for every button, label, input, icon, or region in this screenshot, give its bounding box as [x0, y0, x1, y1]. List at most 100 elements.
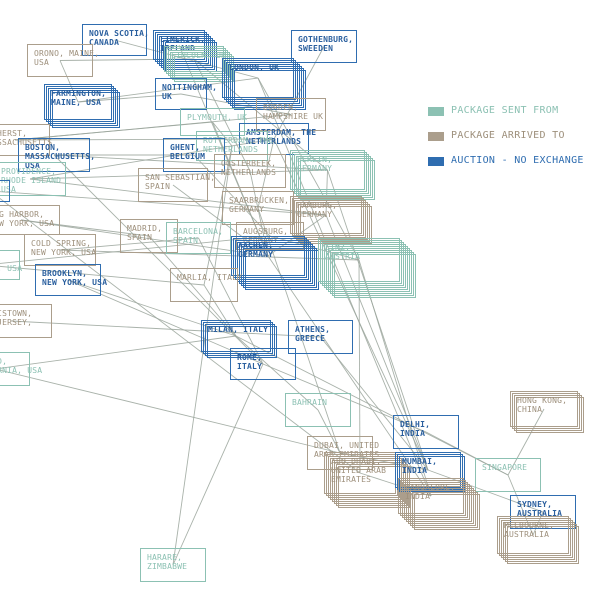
- location-label: AMSTERDAM, THE NETHERLANDS: [246, 128, 317, 146]
- location-box-stack: [296, 202, 368, 240]
- location-box-stack: [332, 460, 404, 502]
- location-label: PROVIDENCE, RHODE ISLAND USA: [1, 167, 62, 194]
- location-box-orono: ORONO, MAINE, USA: [27, 44, 99, 77]
- location-box-lincoln: LINCOLN, UK: [164, 46, 234, 82]
- location-box-stack: [294, 200, 366, 238]
- location-box-stack: [205, 324, 275, 356]
- location-label: BAHRAIN: [292, 398, 328, 407]
- connection-line: [29, 178, 327, 216]
- location-box-melbourne: MELBOURNE, AUSTRALIA: [497, 516, 579, 564]
- location-label: GHENT, BELGIUM: [170, 143, 206, 161]
- connection-line: [59, 249, 360, 261]
- location-box-stack: [298, 204, 370, 242]
- location-label: SINGAPORE: [482, 463, 528, 472]
- location-label: HAMBURG, GERMANY: [297, 201, 338, 219]
- connection-line: [507, 474, 534, 536]
- location-box-stack: [292, 152, 367, 192]
- location-label: MUMBAI, INDIA: [402, 457, 438, 475]
- location-box-oosterbeek: OOSTERBEEK, NETHERLANDS: [214, 154, 286, 188]
- location-box-madrid: MADRID, SPAIN: [120, 219, 178, 253]
- location-box-stack: [52, 92, 120, 128]
- connection-line: [14, 138, 275, 141]
- connection-line: [0, 235, 271, 264]
- location-label: MORRISTOWN, NEW JERSEY, USA: [0, 309, 33, 327]
- location-box-amherst: AMHERST, MASSACHUSETTS: [0, 124, 52, 156]
- connection-line: [325, 169, 328, 216]
- location-box-stack: [228, 64, 300, 104]
- connection-line: [29, 138, 275, 180]
- connection-line: [273, 138, 429, 471]
- connection-line: [507, 408, 545, 476]
- location-label: DELHI, INDIA: [400, 420, 431, 438]
- location-box-singapore: SINGAPORE: [475, 458, 541, 492]
- connection-line: [212, 121, 233, 147]
- location-box-stack: [292, 198, 364, 236]
- location-label: BROOKLYN, NEW YORK, USA: [42, 269, 108, 287]
- location-box-bahrain: BAHRAIN: [285, 393, 351, 427]
- location-box-cold-spring: COLD SPRING, NEW YORK, USA: [24, 234, 96, 266]
- location-box-nova-scotia: NOVA SCOTIA, CANADA: [82, 24, 150, 56]
- location-label: ABU DHABI, UNITED ARAB EMIRATES: [331, 457, 387, 484]
- location-box-marlia: MARLIA, ITALY: [170, 268, 242, 302]
- location-label: ROME, ITALY: [237, 353, 263, 371]
- connection-line: [180, 93, 292, 115]
- location-box-stack: [512, 393, 580, 429]
- location-box-stack: [499, 518, 571, 556]
- connection-line: [203, 145, 233, 286]
- connection-line: [0, 265, 205, 286]
- location-box-stack: [298, 158, 373, 198]
- location-box-farmington: FARMINGTON, MAINE, USA: [44, 84, 120, 128]
- connection-line: [77, 93, 182, 103]
- connection-line: [0, 335, 237, 369]
- location-label: BANGALORE, INDIA: [405, 483, 456, 501]
- location-box-stack: [203, 322, 273, 354]
- connection-line: [14, 121, 213, 141]
- legend-label-auction: AUCTION - NO EXCHANGE: [451, 155, 584, 166]
- location-label: NOVA SCOTIA, CANADA: [89, 29, 150, 47]
- connection-line: [59, 60, 79, 103]
- location-label: BOSTON, MASSACHUSETTS, USA: [25, 143, 96, 170]
- location-box-boston: BOSTON, MASSACHUSETTS, USA: [18, 138, 95, 172]
- location-box-stack: [414, 494, 480, 530]
- location-box-stack: [159, 36, 211, 66]
- location-box-abu-dhabi: ABU DHABI, UNITED ARAB EMIRATES: [324, 452, 410, 508]
- location-label: NOTTINGHAM, UK: [162, 83, 218, 101]
- location-label: OOSTERBEEK, NETHERLANDS: [221, 159, 277, 177]
- location-box-milan: MILAN, ITALY: [201, 320, 277, 358]
- legend-swatch-arrived: [428, 132, 444, 141]
- location-box-stack: [161, 38, 213, 68]
- location-box-stack: [235, 240, 309, 280]
- connection-line: [339, 452, 429, 471]
- location-box-rome: ROME, ITALY: [230, 348, 296, 380]
- legend-swatch-sent: [428, 107, 444, 116]
- location-box-stack: [336, 464, 408, 506]
- location-box-delhi: DELHI, INDIA: [393, 415, 459, 449]
- connection-line: [178, 44, 269, 257]
- location-label: LONDON, UK: [229, 63, 280, 72]
- location-box-sydney: SYDNEY, AUSTRALIA: [510, 495, 576, 529]
- location-box-stack: [408, 488, 474, 524]
- location-box-stack: [224, 60, 296, 100]
- location-label: NEW YORK, NEW YORK, USA: [0, 255, 23, 273]
- connection-line: [257, 138, 275, 209]
- location-box-stack: [397, 454, 463, 490]
- location-box-stack: [170, 52, 230, 78]
- location-label: MILAN, ITALY: [208, 325, 269, 334]
- legend-swatch-auction: [428, 157, 444, 166]
- location-label: SAARBRÜCKEN, GERMANY: [229, 196, 290, 214]
- location-box-stack: [241, 246, 315, 286]
- location-box-stack: [412, 492, 478, 528]
- location-box-stack: [404, 484, 470, 520]
- location-label: ROTTERDAM, THE NETHERLANDS: [203, 136, 274, 154]
- connection-line: [257, 77, 360, 261]
- location-box-stack: [243, 248, 317, 288]
- location-label: OAKLAND, CALIFORNIA, USA: [0, 357, 43, 375]
- location-label: BARCELONA, SPAIN: [173, 227, 224, 245]
- legend-label-arrived: PACKAGE ARRIVED TO: [451, 130, 565, 141]
- location-box-stack: [505, 524, 577, 562]
- location-box-nottingham: NOTTINGHAM, UK: [155, 78, 217, 110]
- location-box-stack: [233, 238, 307, 278]
- location-box-stack: [507, 526, 579, 564]
- location-box-providence: PROVIDENCE, RHODE ISLAND USA: [0, 162, 66, 196]
- location-box-stack: [516, 397, 584, 433]
